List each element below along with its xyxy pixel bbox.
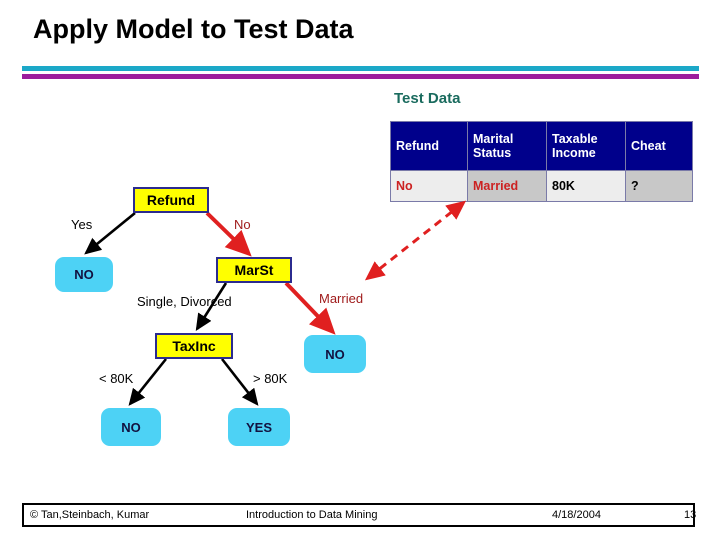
divider-rule-teal <box>22 66 699 71</box>
page-title: Apply Model to Test Data <box>33 14 354 44</box>
cell-refund: No <box>390 170 468 202</box>
edge-taxinc-high <box>220 358 259 406</box>
edge-label-marst-married: Married <box>319 291 364 306</box>
tree-leaf-no-low-income[interactable]: NO <box>101 408 161 446</box>
test-data-table: Refund Marital Status Taxable Income Che… <box>390 121 693 202</box>
tree-leaf-no-refund-yes[interactable]: NO <box>55 257 113 292</box>
table-header-row: Refund Marital Status Taxable Income Che… <box>390 121 693 171</box>
test-data-caption: Test Data <box>394 90 461 107</box>
edge-test-record-pointer <box>364 200 467 281</box>
table-row: No Married 80K ? <box>390 170 693 202</box>
footer-subject: Introduction to Data Mining <box>246 509 378 521</box>
edge-label-taxinc-low: < 80K <box>99 371 134 386</box>
tree-node-refund[interactable]: Refund <box>133 187 209 213</box>
edge-label-taxinc-high: > 80K <box>253 371 288 386</box>
column-header-refund: Refund <box>390 121 468 171</box>
edge-taxinc-low <box>128 358 168 406</box>
slide-footer: © Tan,Steinbach, Kumar Introduction to D… <box>22 503 697 527</box>
tree-node-taxinc[interactable]: TaxInc <box>155 333 233 359</box>
column-header-cheat: Cheat <box>625 121 693 171</box>
column-header-taxable-income: Taxable Income <box>546 121 626 171</box>
footer-date: 4/18/2004 <box>552 509 601 521</box>
footer-page-number: 13 <box>684 509 697 521</box>
edge-label-refund-yes: Yes <box>71 217 93 232</box>
tree-leaf-no-married[interactable]: NO <box>304 335 366 373</box>
column-header-marital-status: Marital Status <box>467 121 547 171</box>
divider-rule-purple <box>22 74 699 79</box>
edge-label-marst-single-divorced: Single, Divorced <box>137 294 232 309</box>
edge-label-refund-no: No <box>234 217 251 232</box>
cell-cheat: ? <box>625 170 693 202</box>
cell-marital-status: Married <box>467 170 547 202</box>
cell-taxable-income: 80K <box>546 170 626 202</box>
footer-copyright: © Tan,Steinbach, Kumar <box>30 509 150 521</box>
tree-node-marst[interactable]: MarSt <box>216 257 292 283</box>
tree-leaf-yes-high-income[interactable]: YES <box>228 408 290 446</box>
edge-refund-yes <box>84 211 136 255</box>
